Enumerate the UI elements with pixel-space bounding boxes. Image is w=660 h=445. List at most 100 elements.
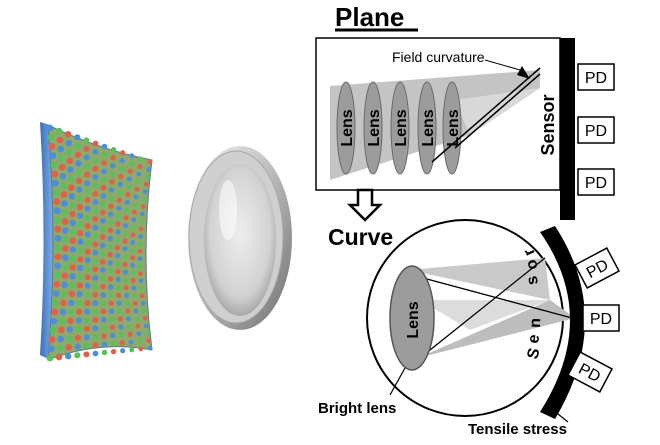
sensor-pixel xyxy=(49,152,57,160)
sensor-pixel xyxy=(134,186,140,192)
curve-diagram: Curve Lens S e n s o r PD PD PD xyxy=(318,219,621,438)
sensor-pixel xyxy=(92,325,99,332)
sensor-pixel xyxy=(108,284,114,290)
down-arrow-icon xyxy=(346,188,384,222)
sensor-pixel xyxy=(92,207,99,214)
sensor-pixel xyxy=(53,281,61,288)
svg-text:PD: PD xyxy=(590,311,612,328)
sensor-pixel xyxy=(75,169,82,176)
sensor-pixel xyxy=(125,192,131,198)
sensor-pixel xyxy=(122,230,128,236)
sensor-pixel xyxy=(56,344,64,352)
plane-sensor-bar xyxy=(560,38,575,220)
sensor-pixel xyxy=(109,171,116,177)
sensor-pixel xyxy=(68,184,75,191)
sensor-pixel xyxy=(101,152,108,158)
sensor-pixel xyxy=(130,278,136,283)
sensor-pixel xyxy=(46,124,54,132)
sensor-pixel xyxy=(65,353,72,360)
curve-pd-box: PD xyxy=(582,304,620,332)
plane-pd-box: PD xyxy=(577,168,615,196)
sensor-pixel xyxy=(108,187,115,193)
sensor-pixel xyxy=(124,293,130,298)
sensor-pixel xyxy=(69,281,76,289)
sensor-pixel xyxy=(52,189,60,196)
sensor-pixel xyxy=(134,316,140,321)
sensor-pixel xyxy=(62,236,69,243)
sensor-pixel xyxy=(77,221,84,228)
sensor-pixel xyxy=(137,338,143,344)
sensor-pixel xyxy=(83,351,90,358)
sensor-pixel xyxy=(75,317,82,324)
sensor-pixel xyxy=(100,209,106,216)
sensor-pixel xyxy=(69,264,76,271)
sensor-pixel xyxy=(69,228,77,236)
sensor-pixel xyxy=(92,308,99,315)
sensor-pixel xyxy=(122,246,128,252)
sensor-pixel xyxy=(138,271,143,276)
sensor-pixel xyxy=(116,292,122,298)
field-curvature-arrowhead xyxy=(517,66,530,79)
plane-lens-label: Lens xyxy=(366,109,383,146)
sensor-pixel xyxy=(100,283,106,290)
curve-pd-box: PD xyxy=(566,351,614,393)
sensor-pixel xyxy=(130,247,136,253)
sensor-pixel xyxy=(69,210,76,218)
sensor-pixel xyxy=(67,175,75,182)
sensor-pixel xyxy=(107,235,113,242)
sensor-pixel xyxy=(115,221,121,227)
sensor-pixel xyxy=(75,160,82,167)
sensor-pixel xyxy=(74,151,82,158)
sensor-pixel xyxy=(138,346,144,352)
sensor-pixel xyxy=(66,335,73,342)
sensor-pixel xyxy=(127,331,133,337)
sensor-pixel xyxy=(117,181,123,187)
sensor-pixel xyxy=(140,293,145,299)
sensor-pixel xyxy=(52,299,59,307)
sensor-pixel xyxy=(107,268,114,274)
sensor-pixel xyxy=(115,237,121,243)
sensor-pixel xyxy=(144,182,149,187)
sensor-pixel xyxy=(137,249,143,254)
curve-ray-2 xyxy=(411,274,573,319)
sensor-pixel xyxy=(101,168,107,175)
plane-ray-1 xyxy=(431,67,541,163)
plane-lens-label: Lens xyxy=(420,109,437,146)
sensor-pixel xyxy=(61,263,69,271)
sensor-pixel xyxy=(120,348,126,354)
sensor-pixel xyxy=(54,244,62,252)
sensor-pixel xyxy=(139,286,144,291)
sensor-pixel xyxy=(49,327,57,334)
sensor-pixel xyxy=(110,332,116,339)
sensor-pixel xyxy=(132,293,137,299)
sensor-pixel xyxy=(100,201,106,207)
plane-lens xyxy=(390,81,410,175)
sensor-pixel xyxy=(52,179,59,187)
sensor-pixel xyxy=(133,194,139,200)
sensor-pixel xyxy=(92,249,99,256)
sensor-pixel xyxy=(92,342,99,348)
sensor-pixel xyxy=(127,168,133,174)
sensor-pixel xyxy=(107,243,113,250)
sensor-pixel xyxy=(147,345,153,351)
sensor-pixel xyxy=(100,316,107,323)
sensor-pixel xyxy=(120,150,126,156)
sensor-pixel xyxy=(54,253,62,261)
sensor-pixel xyxy=(84,300,91,306)
sensor-pixel xyxy=(76,177,83,184)
sensor-pixel xyxy=(126,184,132,190)
sensor-pixel xyxy=(60,299,67,307)
sensor-pixel xyxy=(84,240,91,247)
sensor-pixel xyxy=(92,199,99,206)
sensor-pixel xyxy=(61,272,69,280)
sensor-pixel xyxy=(84,248,91,255)
plane-lens xyxy=(417,81,437,175)
sensor-pixel xyxy=(117,308,123,314)
field-curvature-leader xyxy=(484,59,521,71)
sensor-pixel xyxy=(92,157,99,164)
sensor-pixel-grid xyxy=(46,124,153,362)
sensor-pixel xyxy=(138,234,143,239)
